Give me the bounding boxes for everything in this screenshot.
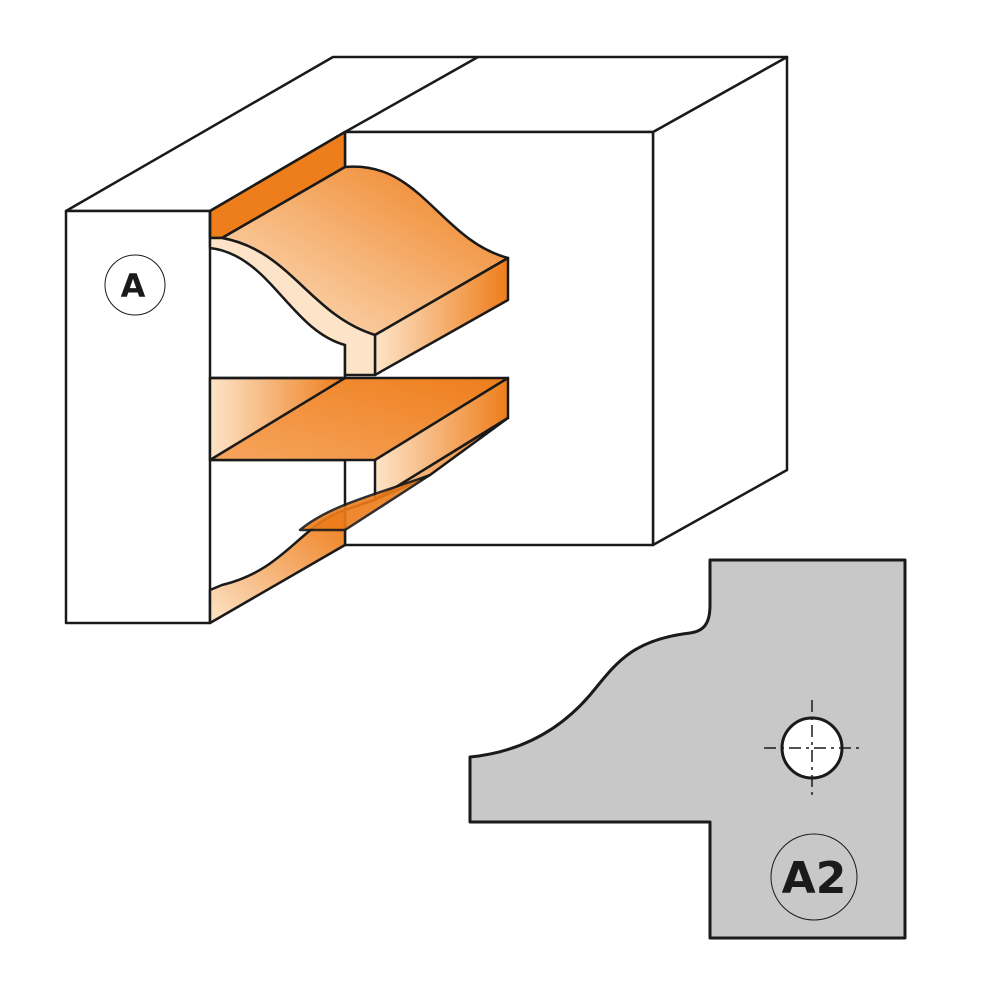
block-right-face (651, 55, 789, 547)
profile-label: A (121, 267, 146, 305)
middle-slot (208, 376, 510, 502)
block-top-seam (344, 55, 479, 134)
cutter-label-badge (770, 833, 858, 921)
center-lines (764, 700, 860, 796)
cutter-insert-a2: A2 (468, 558, 907, 940)
cutter-body (468, 558, 907, 940)
profile-label-badge: A (104, 254, 166, 316)
upper-profile (208, 130, 510, 377)
cutter-label: A2 (782, 853, 847, 904)
lower-profile (208, 416, 510, 625)
